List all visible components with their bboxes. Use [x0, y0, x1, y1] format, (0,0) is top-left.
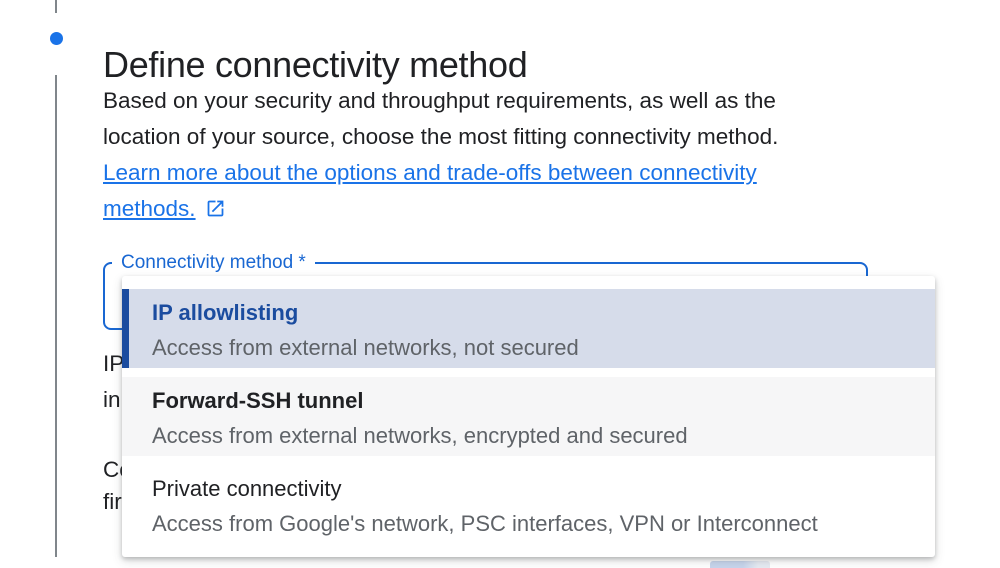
description-line: Based on your security and throughput re… — [103, 88, 776, 113]
learn-more-link-line[interactable]: methods. — [103, 191, 778, 227]
dropdown-option-forward-ssh-tunnel[interactable]: Forward-SSH tunnel Access from external … — [122, 377, 935, 456]
partially-visible-element — [710, 561, 770, 568]
option-title: Forward-SSH tunnel — [152, 388, 364, 413]
learn-more-link-line[interactable]: Learn more about the options and trade-o… — [103, 160, 757, 185]
obscured-text-fragment: in — [103, 387, 121, 412]
obscured-text-fragment: fir — [103, 489, 122, 514]
option-title: Private connectivity — [152, 476, 342, 501]
step-description: Based on your security and throughput re… — [103, 83, 778, 227]
stepper-connector-line-top — [55, 0, 57, 13]
selected-option-accent-bar — [122, 289, 129, 368]
obscured-text-fragment: IP — [103, 351, 125, 376]
learn-more-link[interactable]: Learn more about the options and trade-o… — [103, 155, 778, 227]
active-step-bullet-icon — [50, 32, 63, 45]
connectivity-method-select-label: Connectivity method * — [112, 252, 315, 274]
option-description: Access from external networks, encrypted… — [152, 423, 688, 448]
dropdown-option-ip-allowlisting[interactable]: IP allowlisting Access from external net… — [122, 289, 935, 368]
page-title: Define connectivity method — [103, 44, 528, 86]
option-description: Access from Google's network, PSC interf… — [152, 511, 818, 536]
connectivity-method-dropdown-menu: IP allowlisting Access from external net… — [122, 276, 935, 557]
description-line: location of your source, choose the most… — [103, 124, 779, 149]
stepper-connector-line — [55, 75, 57, 557]
option-description: Access from external networks, not secur… — [152, 335, 579, 360]
option-title: IP allowlisting — [152, 300, 299, 325]
open-in-new-icon[interactable] — [205, 194, 226, 230]
dropdown-option-private-connectivity[interactable]: Private connectivity Access from Google'… — [122, 465, 935, 544]
